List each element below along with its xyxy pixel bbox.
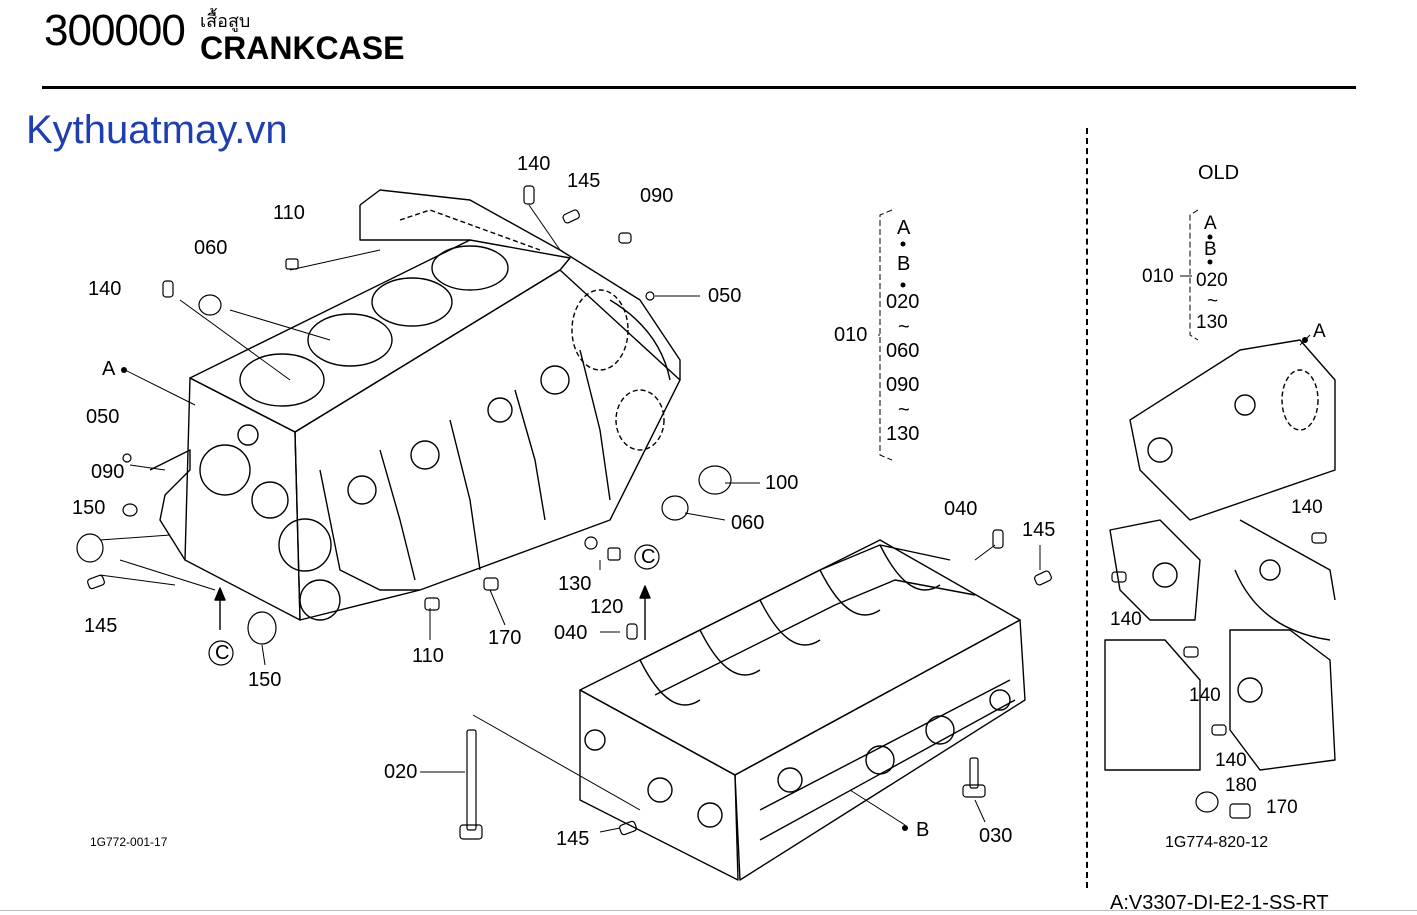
crankcase-upper-block [149, 189, 681, 621]
callout-C: C [641, 546, 656, 568]
figure-code-main: 1G772-001-17 [90, 835, 168, 849]
callout-145: 145 [567, 170, 601, 192]
old-section-separator [1086, 128, 1088, 888]
callout-130: 130 [558, 573, 592, 595]
assembly-item: ~ [898, 316, 910, 338]
old-item: 130 [1196, 312, 1228, 333]
callout-140: 140 [88, 278, 122, 300]
assembly-item: 090 [886, 374, 920, 396]
callout-040: 040 [944, 498, 978, 520]
old-crankcase-fragments [1104, 339, 1336, 771]
callout-145: 145 [1022, 519, 1056, 541]
assembly-item: ~ [898, 399, 910, 421]
section-title: CRANKCASE [200, 30, 405, 66]
old-callout-170: 170 [1266, 797, 1298, 818]
page-bottom-rule [0, 910, 1417, 911]
model-code: A:V3307-DI-E2-1-SS-RT [1110, 892, 1329, 914]
assembly-item: A [897, 217, 911, 239]
callout-150: 150 [248, 669, 282, 691]
old-callout-140: 140 [1189, 685, 1221, 706]
marker-dots [121, 234, 1308, 831]
callout-A: A [102, 358, 116, 380]
leader-lines [99, 204, 1311, 833]
callout-110: 110 [273, 202, 305, 224]
callout-170: 170 [488, 627, 522, 649]
callout-050: 050 [708, 285, 742, 307]
old-callout-A: A [1313, 321, 1326, 342]
old-callout-140: 140 [1110, 609, 1142, 630]
callout-110: 110 [412, 645, 444, 667]
watermark-text: Kythuatmay.vn [26, 108, 288, 152]
old-callout-140: 140 [1291, 497, 1323, 518]
callout-050: 050 [86, 406, 120, 428]
callout-140: 140 [517, 153, 551, 175]
reference-arrows [214, 585, 651, 640]
old-section-title: OLD [1198, 162, 1240, 184]
callout-100: 100 [765, 472, 799, 494]
parts-hardware [76, 185, 1327, 840]
callout-020: 020 [384, 761, 418, 783]
assembly-item: 130 [886, 423, 920, 445]
callout-150: 150 [72, 497, 106, 519]
callout-B: B [916, 819, 930, 841]
callout-120: 120 [590, 596, 624, 618]
old-callout-140: 140 [1215, 750, 1247, 771]
old-item: ~ [1207, 291, 1219, 312]
assembly-parent-010: 010 [834, 324, 868, 346]
callout-090: 090 [640, 185, 674, 207]
callout-030: 030 [979, 825, 1013, 847]
callout-040: 040 [554, 622, 588, 644]
assembly-bracket [879, 209, 1199, 461]
callout-145: 145 [556, 828, 590, 850]
old-callout-180: 180 [1225, 775, 1257, 796]
section-title-thai: เสื้อสูบ [200, 11, 251, 31]
figure-code-old: 1G774-820-12 [1165, 834, 1269, 851]
header-divider [42, 86, 1356, 89]
section-code: 300000 [44, 6, 186, 55]
callout-C: C [215, 642, 230, 664]
assembly-item: 060 [886, 340, 920, 362]
old-item: 020 [1196, 270, 1228, 291]
old-parent-010: 010 [1142, 266, 1174, 287]
old-item: B [1204, 239, 1217, 260]
callout-060: 060 [194, 237, 228, 259]
old-item: A [1204, 213, 1217, 234]
c-circles [208, 544, 660, 666]
callout-060: 060 [731, 512, 765, 534]
callout-090: 090 [91, 461, 125, 483]
assembly-item: B [897, 253, 911, 275]
crankcase-lower-block [579, 539, 1026, 881]
callout-145: 145 [84, 615, 118, 637]
assembly-item: 020 [886, 291, 920, 313]
